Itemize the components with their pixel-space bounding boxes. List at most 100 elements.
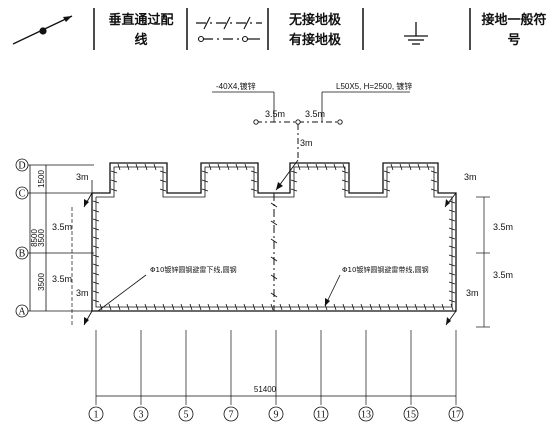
- conductor-tick: [117, 303, 121, 311]
- conductor-tick: [270, 220, 278, 226]
- conductor-tick: [383, 170, 391, 174]
- conductor-tick: [383, 179, 391, 183]
- conductor-tick: [144, 163, 148, 171]
- column-axis-3: 3: [139, 410, 144, 421]
- conductor-tick: [92, 281, 100, 285]
- conductor-tick: [342, 303, 346, 311]
- flat-steel-spec: -40X4,镀锌: [216, 81, 256, 91]
- earth-wire-with-electrode-icon: [197, 35, 260, 43]
- right-upper-dist: 3.5m: [493, 222, 513, 232]
- callout-dist-right: 3.5m: [305, 109, 325, 119]
- conductor-tick: [92, 236, 100, 240]
- conductor-tick: [369, 303, 373, 311]
- conductor-tick: [448, 227, 456, 231]
- corner-tl-dist: 3m: [76, 172, 89, 182]
- conductor-tick: [341, 188, 349, 192]
- grounding-electrode-callout: -40X4,镀锌 L50X5, H=2500, 镀锌 3.5m 3.5m 3m: [212, 81, 412, 191]
- row-dim-8500: 8500: [30, 229, 39, 247]
- row-dim-3500-lower: 3500: [37, 273, 46, 291]
- left-upper-dist: 3.5m: [52, 222, 72, 232]
- legend-vertical-label-2: 线: [134, 32, 147, 48]
- conductor-tick: [430, 170, 438, 174]
- conductor-tick: [333, 303, 337, 311]
- conductor-tick: [99, 303, 103, 311]
- row-axes: D C B A 1500 8500 3500 3500: [15, 158, 94, 318]
- conductor-tick: [290, 188, 298, 192]
- conductor-tick: [216, 303, 220, 311]
- vertical-through-wiring-icon: [12, 15, 73, 45]
- total-width-dim: 51400: [254, 385, 277, 394]
- conductor-tick: [390, 163, 394, 171]
- conductor-tick: [162, 303, 166, 311]
- conductor-tick: [92, 245, 100, 249]
- conductor-tick: [342, 163, 346, 171]
- conductor-tick: [341, 179, 349, 183]
- conductor-tick: [387, 303, 391, 311]
- conductor-tick: [360, 303, 364, 311]
- conductor-tick: [92, 272, 100, 276]
- conductor-tick: [448, 290, 456, 294]
- conductor-tick: [290, 170, 298, 174]
- roof-line-right-label: Φ10镀锌圆钢避雷带线,圆钢: [342, 265, 429, 274]
- conductor-tick: [448, 218, 456, 222]
- conductor-tick: [92, 200, 100, 204]
- column-axis-9: 9: [274, 410, 279, 421]
- conductor-tick: [270, 292, 278, 298]
- conductor-tick: [252, 303, 256, 311]
- conductor-tick: [297, 163, 301, 171]
- conductor-tick: [399, 163, 403, 171]
- conductor-tick: [208, 163, 212, 171]
- conductor-tick: [108, 303, 112, 311]
- right-lower-dist: 3.5m: [493, 270, 513, 280]
- row-dim-3500-upper: 3500: [37, 229, 46, 247]
- conductor-tick: [405, 303, 409, 311]
- conductor-tick: [351, 303, 355, 311]
- conductor-tick: [448, 236, 456, 240]
- conductor-tick: [270, 202, 278, 208]
- left-lower-dist: 3.5m: [52, 274, 72, 284]
- column-axis-bubble: [223, 406, 239, 422]
- column-axis-bubble: [268, 406, 284, 422]
- conductor-tick: [423, 303, 427, 311]
- conductor-tick: [448, 245, 456, 249]
- conductor-tick: [92, 290, 100, 294]
- conductor-tick: [306, 163, 310, 171]
- conductor-tick: [159, 170, 167, 174]
- corner-bl-dist: 3m: [76, 288, 89, 298]
- row-axis-c: C: [19, 189, 26, 200]
- roof-line-left-label: Φ10镀锌圆钢避雷下线,圆钢: [150, 265, 237, 274]
- conductor-tick: [180, 303, 184, 311]
- conductor-tick: [92, 209, 100, 213]
- conductor-tick: [250, 179, 258, 183]
- callout-dist-down: 3m: [300, 138, 313, 148]
- conductor-tick: [225, 303, 229, 311]
- legend-with-electrode-label: 有接地极: [289, 32, 342, 48]
- conductor-tick: [270, 256, 278, 262]
- conductor-tick: [217, 163, 221, 171]
- conductor-tick: [297, 303, 301, 311]
- building-outline: [91, 162, 457, 312]
- lightning-conductor-ticks: [92, 163, 456, 311]
- conductor-tick: [110, 188, 118, 192]
- conductor-tick: [171, 303, 175, 311]
- conductor-tick: [117, 163, 121, 171]
- conductor-tick: [126, 163, 130, 171]
- conductor-tick: [306, 303, 310, 311]
- conductor-tick: [153, 303, 157, 311]
- column-axis-11: 11: [316, 410, 326, 421]
- conductor-tick: [226, 163, 230, 171]
- corner-leaders: [83, 192, 457, 326]
- left-side-dims: 3.5m 3.5m: [52, 207, 73, 325]
- column-axis-bubble: [448, 406, 464, 422]
- conductor-tick: [235, 163, 239, 171]
- conductor-tick: [189, 303, 193, 311]
- conductor-tick: [432, 303, 436, 311]
- conductor-tick: [290, 179, 298, 183]
- conductor-tick: [414, 303, 418, 311]
- right-side-dims: 3.5m 3.5m: [476, 196, 513, 328]
- conductor-tick: [135, 303, 139, 311]
- conductor-tick: [201, 188, 209, 192]
- conductor-tick: [270, 303, 274, 311]
- conductor-tick: [315, 303, 319, 311]
